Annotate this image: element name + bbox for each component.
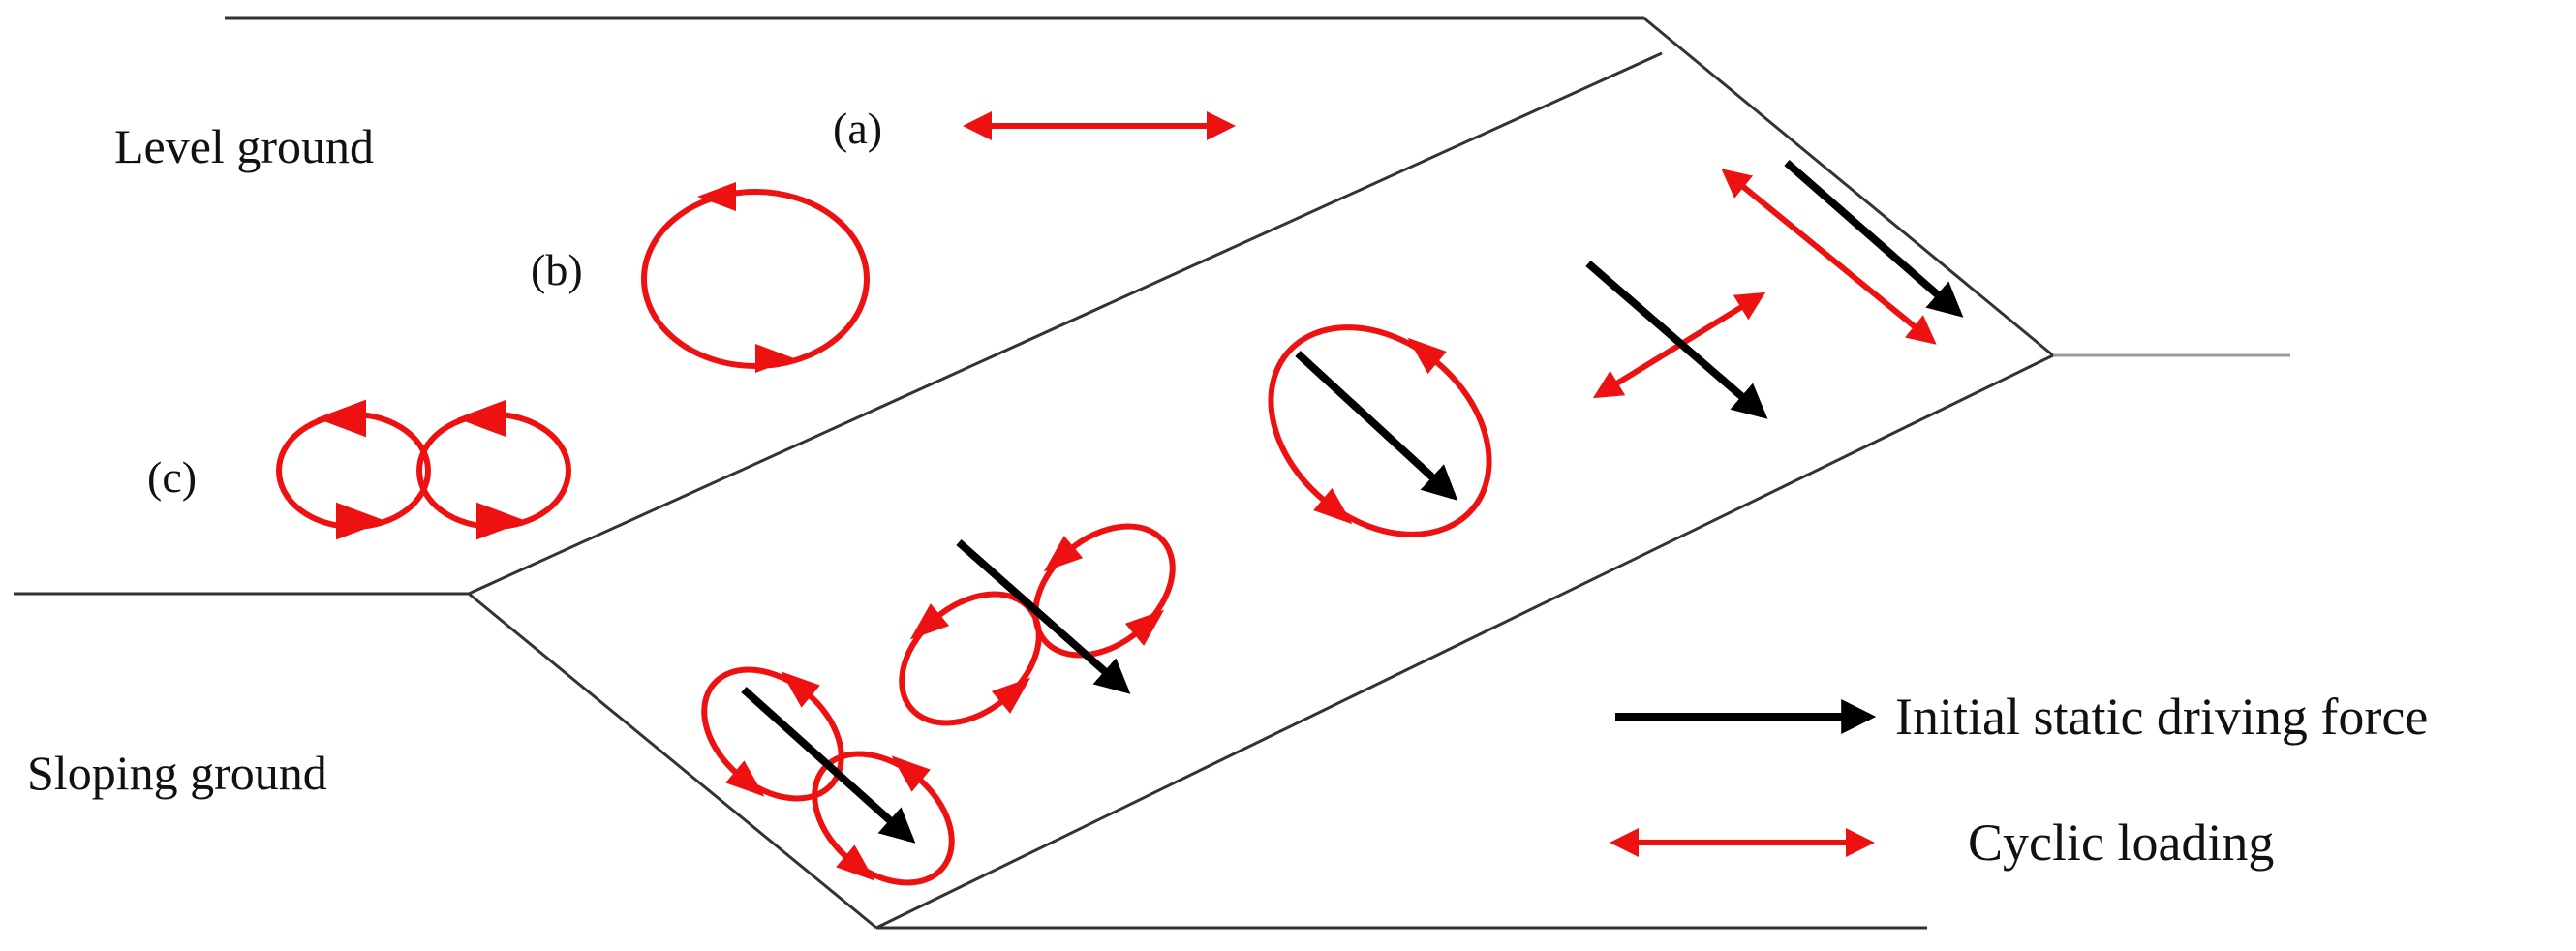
slope-static-arrow-5	[1784, 159, 1964, 318]
slope-cyclic-arrow-parallel	[1721, 169, 1937, 345]
case-b-loop	[641, 182, 870, 373]
slope-lower-edge	[468, 592, 877, 930]
slope-static-arrow-4	[1585, 260, 1768, 419]
slope-static-arrow-1	[741, 687, 916, 844]
case-b-label: (b)	[531, 245, 583, 294]
ground-outline	[14, 16, 2290, 930]
legend: Initial static driving force Cyclic load…	[1610, 688, 2428, 872]
level-ground-label: Level ground	[114, 119, 374, 173]
slope-upper-edge	[1643, 16, 2054, 357]
legend-cyclic-loading-label: Cyclic loading	[1968, 813, 2274, 872]
case-a-label: (a)	[833, 104, 882, 153]
slope-static-arrow-2	[956, 539, 1131, 694]
legend-static-force-label: Initial static driving force	[1895, 688, 2428, 746]
slope-figure-eight-middle	[899, 523, 1176, 726]
case-c-loops	[276, 404, 571, 536]
slope-ellipse-loop	[1268, 324, 1492, 537]
sloping-ground-label: Sloping ground	[27, 746, 327, 800]
slope-parallel-loading	[1721, 159, 1964, 345]
slope-figure-eight-lower	[701, 660, 955, 893]
case-c-label: (c)	[147, 452, 197, 502]
slope-face-line	[875, 353, 2054, 930]
crest-line	[468, 51, 1663, 596]
slope-static-arrow-3	[1295, 351, 1458, 501]
slope-cross-loading	[1585, 260, 1768, 419]
